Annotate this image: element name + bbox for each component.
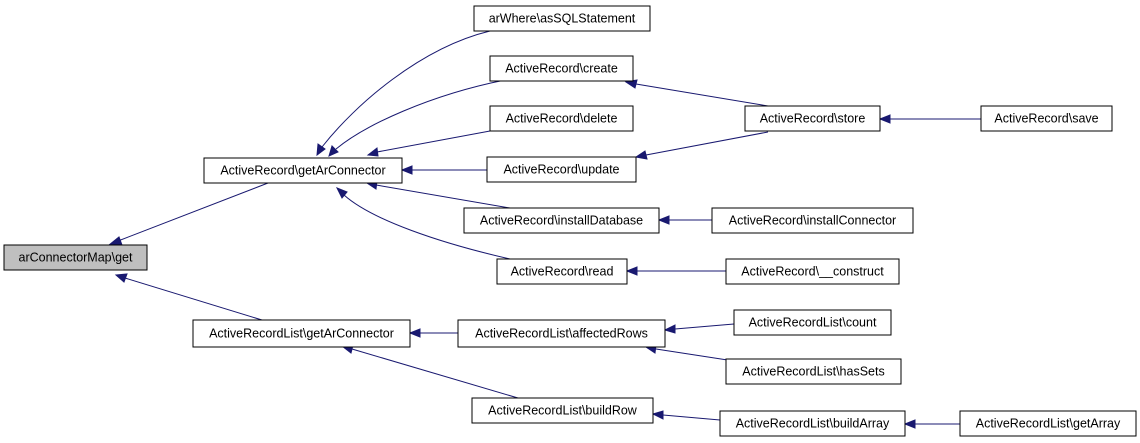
edge-count-to-affectedrows — [663, 323, 735, 334]
node-activerecordlist-getarray[interactable]: ActiveRecordList\getArray — [959, 410, 1137, 437]
edge-buildarray-to-buildrow — [651, 410, 721, 421]
node-label: arWhere\asSQLStatement — [489, 12, 636, 26]
edge-store-to-create — [624, 79, 769, 107]
node-label: ActiveRecordList\hasSets — [742, 365, 884, 379]
node-activerecordlist-buildrow[interactable]: ActiveRecordList\buildRow — [471, 397, 654, 424]
node-activerecord-read[interactable]: ActiveRecord\read — [496, 258, 628, 285]
node-label: ActiveRecordList\count — [749, 316, 877, 330]
node-label: ActiveRecord\store — [760, 112, 866, 126]
edge-read-to-ar-getarconnector — [335, 187, 511, 260]
node-activerecordlist-buildarray[interactable]: ActiveRecordList\buildArray — [719, 410, 906, 437]
edge-assqlstatement-to-ar-getarconnector — [316, 30, 491, 157]
node-label: ActiveRecord\getArConnector — [220, 164, 385, 178]
node-activerecordlist-count[interactable]: ActiveRecordList\count — [733, 309, 892, 336]
node-label: ActiveRecord\save — [994, 112, 1098, 126]
node-activerecord-getarconnector[interactable]: ActiveRecord\getArConnector — [203, 157, 403, 184]
node-label: ActiveRecord\create — [505, 62, 618, 76]
node-activerecordlist-getarconnector[interactable]: ActiveRecordList\getArConnector — [192, 319, 411, 348]
node-label: arConnectorMap\get — [19, 251, 133, 265]
edge-installdatabase-to-ar-getarconnector — [365, 180, 511, 209]
node-activerecordlist-hassets[interactable]: ActiveRecordList\hasSets — [725, 358, 902, 385]
node-activerecord-store[interactable]: ActiveRecord\store — [744, 105, 881, 132]
edge-save-to-store — [878, 114, 981, 124]
node-label: ActiveRecord\read — [511, 265, 614, 279]
node-label: ActiveRecordList\buildArray — [736, 417, 890, 431]
node-activerecord-construct[interactable]: ActiveRecord\__construct — [725, 258, 900, 285]
edge-delete-to-ar-getarconnector — [366, 130, 491, 157]
node-activerecord-create[interactable]: ActiveRecord\create — [489, 55, 634, 82]
node-activerecord-installdatabase[interactable]: ActiveRecord\installDatabase — [463, 207, 660, 234]
edge-construct-to-read — [625, 266, 726, 276]
edge-update-to-ar-getarconnector — [400, 165, 487, 175]
node-activerecord-update[interactable]: ActiveRecord\update — [486, 156, 637, 183]
edge-store-to-update — [634, 131, 769, 160]
edge-installconnector-to-installdatabase — [657, 215, 712, 225]
edge-buildrow-to-arl-getarconnector — [340, 344, 519, 399]
node-label: ActiveRecordList\getArray — [976, 417, 1121, 431]
node-activerecord-delete[interactable]: ActiveRecord\delete — [489, 105, 634, 132]
node-arwhere-assqlstatement[interactable]: arWhere\asSQLStatement — [473, 5, 651, 32]
node-label: ActiveRecord\installConnector — [729, 214, 896, 228]
node-activerecordlist-affectedrows[interactable]: ActiveRecordList\affectedRows — [457, 319, 666, 348]
edge-getarray-to-buildarray — [903, 419, 960, 429]
edge-affectedrows-to-arl-getarconnector — [408, 328, 458, 338]
node-label: ActiveRecord\update — [503, 163, 619, 177]
call-graph-edges — [107, 30, 981, 429]
call-graph-nodes: arConnectorMap\get ActiveRecord\getArCon… — [3, 5, 1137, 437]
edge-create-to-ar-getarconnector — [328, 79, 506, 157]
node-activerecord-save[interactable]: ActiveRecord\save — [980, 105, 1113, 132]
node-label: ActiveRecord\__construct — [741, 265, 884, 279]
node-label: ActiveRecordList\buildRow — [488, 404, 638, 418]
edge-arl-getarconnector-to-get — [114, 273, 263, 321]
edge-ar-getarconnector-to-get — [107, 182, 269, 246]
node-label: ActiveRecord\installDatabase — [480, 214, 643, 228]
node-label: ActiveRecordList\getArConnector — [209, 327, 394, 341]
node-label: ActiveRecordList\affectedRows — [475, 327, 648, 341]
node-label: ActiveRecord\delete — [506, 112, 618, 126]
node-arconnectormap-get[interactable]: arConnectorMap\get — [3, 244, 148, 271]
node-activerecord-installconnector[interactable]: ActiveRecord\installConnector — [711, 207, 914, 234]
